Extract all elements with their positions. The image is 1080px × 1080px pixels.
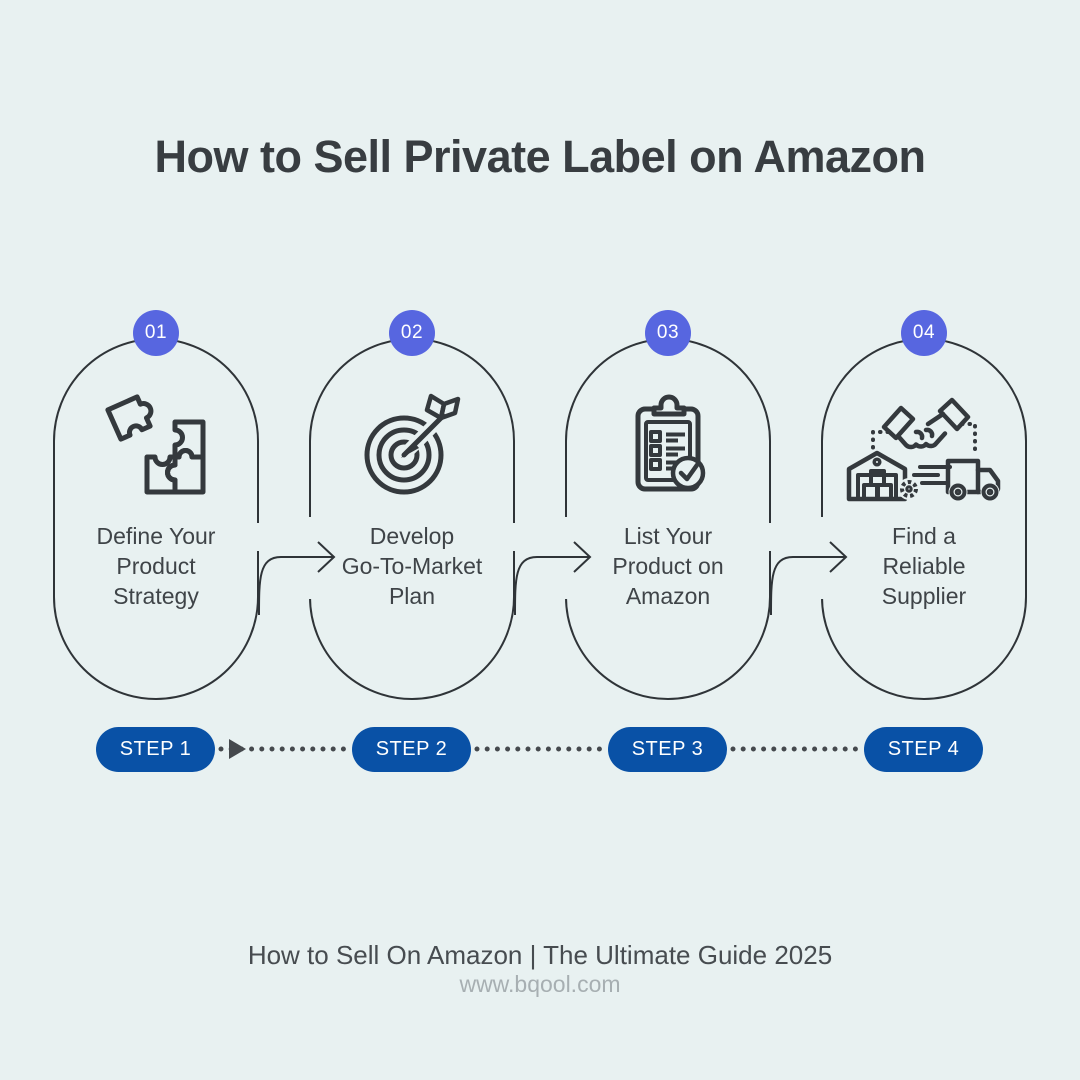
clipboard-checklist-icon [613, 392, 723, 502]
step-number-badge: 03 [645, 310, 691, 356]
puzzle-icon [101, 392, 211, 502]
step-number-badge: 02 [389, 310, 435, 356]
flow-arrow-2-3 [511, 517, 599, 615]
step-caption-2: Develop Go-To-Market Plan [341, 523, 483, 609]
step-caption-4: Find a Reliable Supplier [881, 523, 967, 609]
footer-tagline: How to Sell On Amazon | The Ultimate Gui… [247, 940, 833, 970]
step-caption-1: Define Your Product Strategy [96, 523, 216, 609]
timeline-arrowhead-icon [229, 739, 246, 759]
page-title: How to Sell Private Label on Amazon [154, 131, 926, 182]
step-pill-2: STEP 2 [352, 727, 471, 772]
step-pill-1: STEP 1 [96, 727, 215, 772]
flow-arrow-1-2 [255, 517, 343, 615]
supplier-logistics-icon [844, 392, 1004, 507]
footer-url: www.bqool.com [459, 971, 621, 997]
step-pill-4: STEP 4 [864, 727, 983, 772]
step-pill-3: STEP 3 [608, 727, 727, 772]
target-dart-icon [357, 392, 467, 502]
step-number-badge: 04 [901, 310, 947, 356]
flow-arrow-3-4 [767, 517, 855, 615]
step-caption-3: List Your Product on Amazon [612, 523, 724, 609]
step-number-badge: 01 [133, 310, 179, 356]
